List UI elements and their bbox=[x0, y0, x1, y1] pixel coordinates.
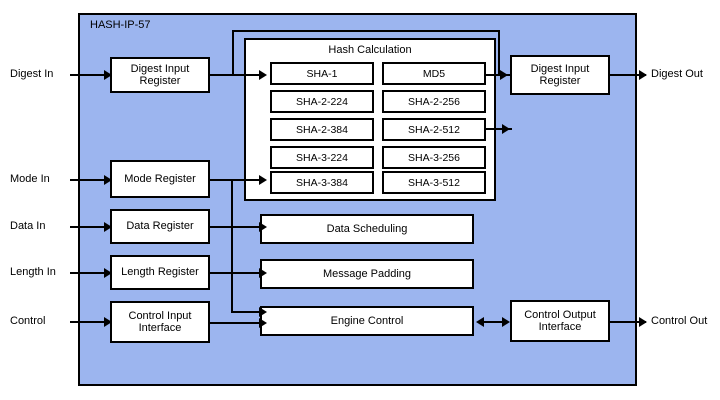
algorithm-sha-3-384: SHA-3-384 bbox=[270, 171, 374, 194]
algorithm-sha-2-384: SHA-2-384 bbox=[270, 118, 374, 141]
mode-register-label: Mode Register bbox=[124, 172, 196, 185]
block-data-scheduling: Data Scheduling bbox=[260, 214, 474, 244]
block-length-register: Length Register bbox=[110, 255, 210, 290]
algorithm-sha-3-256: SHA-3-256 bbox=[382, 146, 486, 169]
algorithm-label: MD5 bbox=[422, 67, 446, 80]
arrowhead-data-scheduling-in bbox=[259, 222, 267, 232]
algorithm-label: SHA-1 bbox=[306, 67, 338, 80]
data-scheduling-label: Data Scheduling bbox=[326, 222, 408, 235]
wire-mode-branch-down bbox=[231, 179, 233, 312]
wire-control-in bbox=[70, 321, 106, 323]
block-control-output-interface: Control Output Interface bbox=[510, 300, 610, 342]
control-input-interface-label-line1: Control Input bbox=[128, 309, 192, 322]
algorithm-sha-2-224: SHA-2-224 bbox=[270, 90, 374, 113]
algorithm-sha-2-512: SHA-2-512 bbox=[382, 118, 486, 141]
wire-data-reg-to-scheduling bbox=[210, 226, 262, 228]
arrowhead-mode-to-hash bbox=[259, 175, 267, 185]
arrowhead-sha2-512-out bbox=[502, 124, 510, 134]
algorithm-sha-2-256: SHA-2-256 bbox=[382, 90, 486, 113]
arrowhead-digest-out bbox=[639, 70, 647, 80]
algorithm-label: SHA-3-256 bbox=[408, 151, 460, 164]
digest-input-register-label-line1: Digest Input bbox=[130, 62, 190, 75]
block-digest-input-register: Digest Input Register bbox=[110, 57, 210, 93]
port-label-data-in: Data In bbox=[10, 220, 46, 232]
wire-sha2-512-out bbox=[486, 128, 512, 130]
wire-ctrl-in-iface-to-engine bbox=[210, 322, 262, 324]
data-register-label: Data Register bbox=[126, 220, 194, 233]
algorithm-label: SHA-3-512 bbox=[408, 176, 460, 189]
wire-digest-in bbox=[70, 74, 106, 76]
wire-engine-to-ctrl-out bbox=[480, 321, 508, 323]
algorithm-sha-3-512: SHA-3-512 bbox=[382, 171, 486, 194]
port-label-length-in: Length In bbox=[10, 266, 56, 278]
length-register-label: Length Register bbox=[121, 266, 199, 279]
control-output-interface-label-line2: Interface bbox=[538, 321, 582, 333]
arrowhead-message-padding-in bbox=[259, 268, 267, 278]
algorithm-label: SHA-3-224 bbox=[296, 151, 348, 164]
algorithm-label: SHA-2-512 bbox=[408, 123, 460, 136]
block-data-register: Data Register bbox=[110, 209, 210, 244]
digest-input-register-label-line2: Register bbox=[139, 75, 181, 87]
arrowhead-engine-ctrl-in-upper bbox=[259, 307, 267, 317]
message-padding-label: Message Padding bbox=[322, 267, 412, 280]
arrowhead-digest-out-reg-in bbox=[500, 70, 508, 80]
algorithm-label: SHA-2-384 bbox=[296, 123, 348, 136]
port-label-control-in: Control bbox=[10, 315, 46, 327]
algorithm-sha-3-224: SHA-3-224 bbox=[270, 146, 374, 169]
port-label-mode-in: Mode In bbox=[10, 173, 50, 185]
arrowhead-to-ctrl-out-iface bbox=[502, 317, 510, 327]
wire-md5-to-digest-out-reg bbox=[486, 74, 512, 76]
port-label-digest-out: Digest Out bbox=[651, 68, 703, 80]
port-label-control-out: Control Out bbox=[651, 315, 708, 327]
arrowhead-mode-in bbox=[104, 175, 112, 185]
port-label-digest-in: Digest In bbox=[10, 68, 54, 80]
wire-data-in bbox=[70, 226, 106, 228]
arrowhead-digest-in bbox=[104, 70, 112, 80]
wire-mode-reg-out bbox=[210, 179, 262, 181]
arrowhead-control-in bbox=[104, 317, 112, 327]
control-output-interface-label-line1: Control Output bbox=[524, 308, 596, 321]
hash-calculation-title: Hash Calculation bbox=[328, 44, 412, 56]
algorithm-md5: MD5 bbox=[382, 62, 486, 85]
algorithm-label: SHA-3-384 bbox=[296, 176, 348, 189]
wire-feedback-top bbox=[232, 30, 500, 32]
algorithm-label: SHA-2-256 bbox=[408, 95, 460, 108]
arrowhead-control-out bbox=[639, 317, 647, 327]
arrowhead-length-in bbox=[104, 268, 112, 278]
wire-mode-in bbox=[70, 179, 106, 181]
engine-control-label: Engine Control bbox=[330, 314, 404, 327]
block-message-padding: Message Padding bbox=[260, 259, 474, 289]
algorithm-sha-1: SHA-1 bbox=[270, 62, 374, 85]
wire-length-in bbox=[70, 272, 106, 274]
wire-feedback-right-up bbox=[498, 30, 500, 75]
algorithm-label: SHA-2-224 bbox=[296, 95, 348, 108]
wire-length-reg-to-padding bbox=[210, 272, 262, 274]
digest-output-register-label-line2: Register bbox=[539, 75, 581, 87]
block-mode-register: Mode Register bbox=[110, 160, 210, 198]
control-input-interface-label-line2: Interface bbox=[138, 322, 182, 334]
arrowhead-to-engine-control bbox=[476, 317, 484, 327]
wire-control-out bbox=[610, 321, 646, 323]
wire-digest-reg-to-hash bbox=[210, 74, 262, 76]
wire-digest-out bbox=[610, 74, 646, 76]
block-digest-output-register: Digest Input Register bbox=[510, 55, 610, 95]
wire-feedback-left-down bbox=[232, 30, 234, 75]
wire-mode-branch-to-engine bbox=[231, 311, 262, 313]
arrowhead-data-in bbox=[104, 222, 112, 232]
block-control-input-interface: Control Input Interface bbox=[110, 301, 210, 343]
panel-title: HASH-IP-57 bbox=[90, 19, 151, 31]
block-engine-control: Engine Control bbox=[260, 306, 474, 336]
arrowhead-engine-ctrl-in-lower bbox=[259, 318, 267, 328]
arrowhead-hash-sha1-in bbox=[259, 70, 267, 80]
digest-output-register-label-line1: Digest Input bbox=[530, 62, 590, 75]
